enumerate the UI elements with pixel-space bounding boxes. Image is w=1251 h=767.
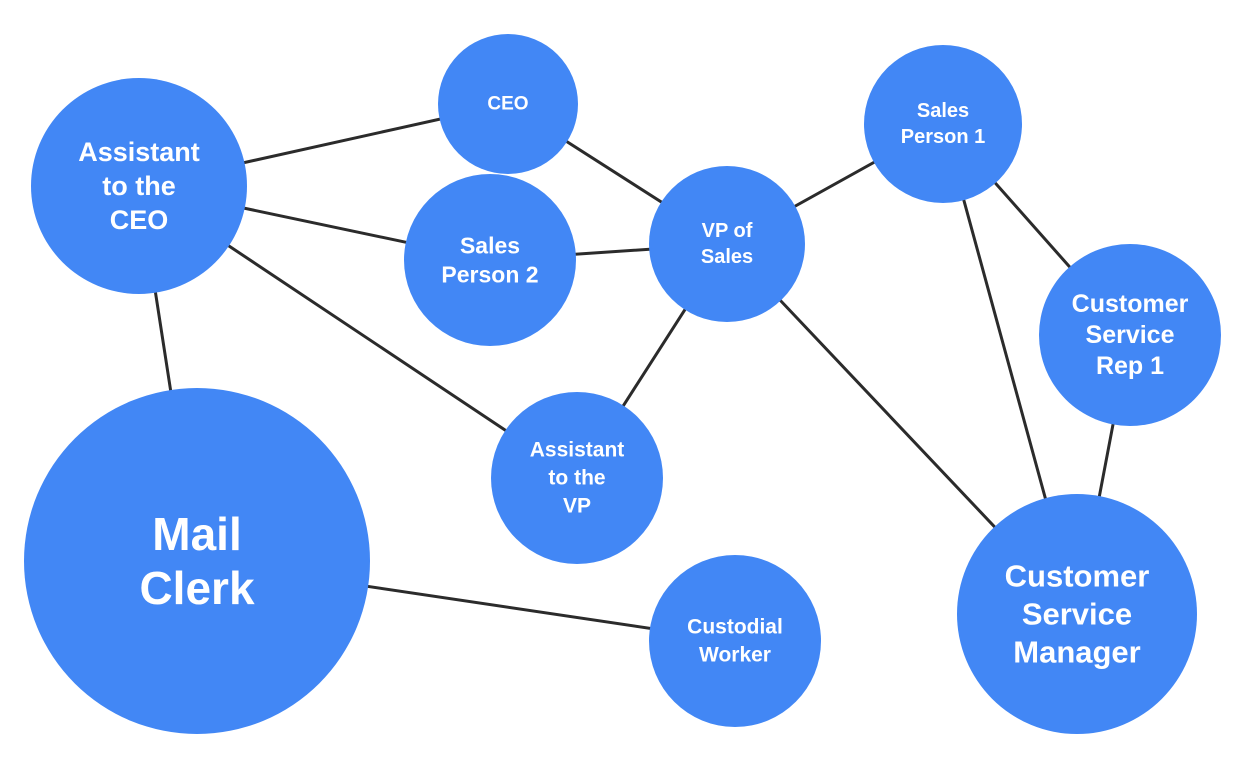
node-label-mail-clerk: Clerk	[139, 562, 254, 614]
node-circle-sales-person-1	[864, 45, 1022, 203]
node-circle-assistant-vp	[491, 392, 663, 564]
node-label-assistant-ceo: CEO	[110, 205, 169, 235]
node-circle-mail-clerk	[24, 388, 370, 734]
node-label-assistant-vp: Assistant	[530, 439, 625, 462]
node-label-vp-sales: Sales	[701, 246, 753, 268]
node-label-custodial-worker: Worker	[699, 644, 771, 667]
node-vp-sales: VP of Sales	[649, 166, 805, 322]
node-label-sales-person-1: Person 1	[901, 126, 985, 148]
node-circle-custodial-worker	[649, 555, 821, 727]
node-label-assistant-vp: VP	[563, 495, 591, 518]
node-label-customer-service-rep-1: Rep 1	[1096, 352, 1164, 380]
node-label-assistant-ceo: to the	[102, 171, 176, 201]
node-label-assistant-ceo: Assistant	[78, 137, 200, 167]
node-label-sales-person-2: Sales	[460, 233, 520, 259]
node-label-custodial-worker: Custodial	[687, 616, 783, 639]
node-label-customer-service-rep-1: Customer	[1072, 290, 1189, 318]
node-label-mail-clerk: Mail	[152, 508, 241, 560]
node-label-sales-person-1: Sales	[917, 100, 969, 122]
node-circle-customer-service-manager	[957, 494, 1197, 734]
node-circle-sales-person-2	[404, 174, 576, 346]
node-label-customer-service-rep-1: Service	[1086, 321, 1175, 349]
node-label-customer-service-manager: Manager	[1013, 635, 1140, 670]
node-circle-ceo	[438, 34, 578, 174]
node-circle-vp-sales	[649, 166, 805, 322]
node-label-assistant-vp: to the	[548, 467, 605, 490]
node-label-vp-sales: VP of	[702, 220, 753, 242]
node-label-ceo: CEO	[487, 94, 528, 115]
node-label-customer-service-manager: Customer	[1005, 559, 1150, 594]
node-circle-assistant-ceo	[31, 78, 247, 294]
node-ceo: CEO	[438, 34, 578, 174]
node-label-customer-service-manager: Service	[1022, 597, 1132, 632]
node-circle-customer-service-rep-1	[1039, 244, 1221, 426]
node-label-sales-person-2: Person 2	[441, 262, 538, 288]
